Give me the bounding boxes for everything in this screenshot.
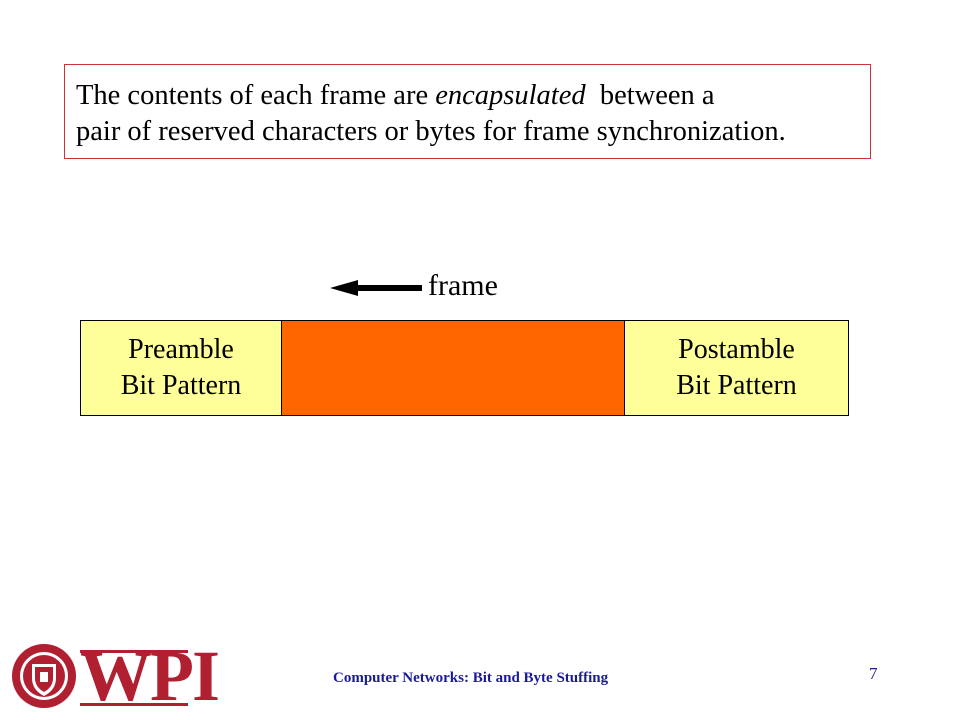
- logo-bottom-rule: [80, 703, 188, 706]
- callout-text: The contents of each frame are encapsula…: [76, 78, 786, 150]
- wpi-seal-icon: [12, 644, 76, 708]
- callout-emphasis: encapsulated: [435, 80, 586, 111]
- course-title: Computer Networks: Bit and Byte Stuffing: [333, 670, 609, 686]
- preamble-line2: Bit Pattern: [120, 370, 242, 401]
- postamble-line2: Bit Pattern: [676, 370, 797, 401]
- logo-top-rule: [80, 650, 188, 653]
- frame-label: frame: [428, 269, 498, 302]
- left-arrow-icon: [330, 280, 422, 296]
- callout-line1-after: between a: [585, 80, 715, 111]
- preamble-line1: Preamble: [128, 334, 234, 365]
- postamble-block: Postamble Bit Pattern: [624, 320, 849, 416]
- wpi-logo-text: WPI: [80, 636, 220, 716]
- callout-line2: pair of reserved characters or bytes for…: [76, 116, 786, 147]
- postamble-line1: Postamble: [678, 334, 795, 365]
- page-number: 7: [869, 664, 878, 683]
- definition-callout: The contents of each frame are encapsula…: [64, 64, 871, 159]
- callout-line1-before: The contents of each frame are: [76, 80, 436, 111]
- frame-payload-block: [281, 320, 625, 416]
- preamble-block: Preamble Bit Pattern: [80, 320, 282, 416]
